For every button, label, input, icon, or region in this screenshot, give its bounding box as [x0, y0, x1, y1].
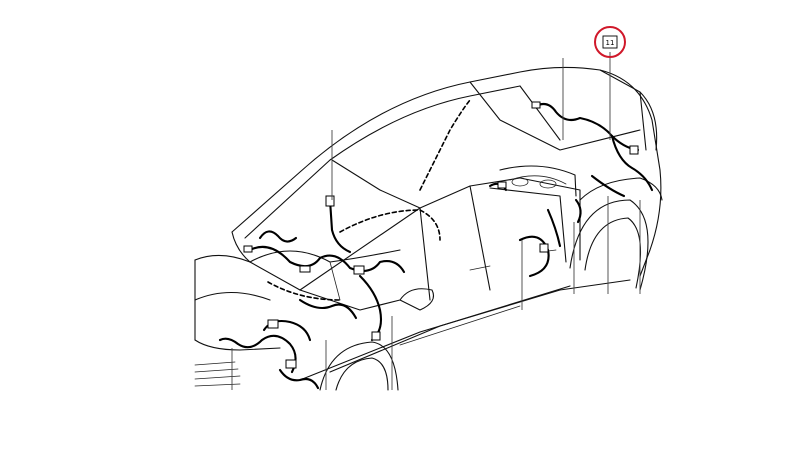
leader-lines [231, 52, 641, 390]
connector-dash-left [243, 245, 253, 253]
connector-engine-2 [285, 359, 297, 369]
car-body [194, 66, 663, 391]
connector-dash-right [353, 265, 365, 275]
callout-marker[interactable]: 11 [594, 26, 626, 58]
connector-dash-center [299, 265, 311, 273]
connector-sill [371, 331, 381, 341]
callout-ref-box [602, 35, 618, 49]
connector-rear-shelf [497, 181, 507, 189]
connector-a-pillar [325, 195, 335, 207]
connector-engine-1 [267, 319, 279, 329]
connector-rear-1 [531, 101, 541, 109]
wiring-harness [218, 99, 654, 390]
connector-door [539, 243, 549, 253]
callout-highlight-circle [594, 26, 626, 58]
callout-label: 11 [606, 39, 615, 47]
connectors [243, 101, 639, 369]
connector-rear-2 [629, 145, 639, 155]
